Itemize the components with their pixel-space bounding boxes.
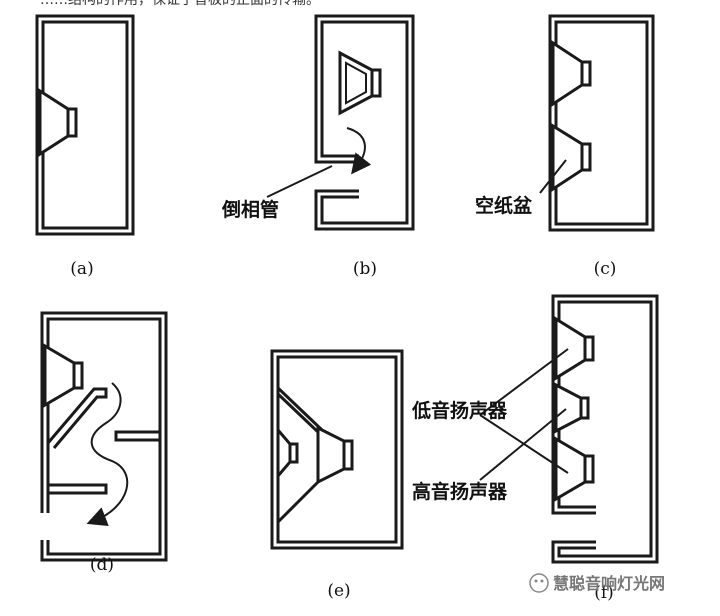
airflow-arrow-b bbox=[346, 127, 372, 175]
baffle-d-3 bbox=[48, 483, 108, 495]
speaker-f-3 bbox=[554, 436, 595, 502]
watermark-text: 慧聪音响灯光网 bbox=[553, 574, 665, 593]
panel-a: (a) bbox=[35, 14, 135, 279]
airflow-arrow-d bbox=[86, 382, 129, 526]
label-b: (b) bbox=[353, 259, 377, 279]
passive-radiator-label: 空纸盆 bbox=[475, 194, 533, 217]
panel-e: (e) bbox=[270, 349, 404, 601]
panel-f: 低音扬声器 高音扬声器 (f) bbox=[411, 294, 659, 603]
horn-e-bottom bbox=[276, 476, 324, 524]
enclosure-c-outer bbox=[548, 14, 655, 232]
speaker-d bbox=[43, 343, 84, 408]
enclosure-b-inner bbox=[320, 20, 409, 225]
speaker-f-1 bbox=[554, 316, 595, 381]
speaker-a bbox=[38, 88, 78, 157]
enclosure-f-outer bbox=[551, 294, 659, 564]
top-cutoff-text: ……结构的作用，保证了音板的正面的传输。 bbox=[40, 0, 320, 8]
speaker-e-large bbox=[316, 425, 354, 485]
baffle-d-2 bbox=[114, 430, 160, 442]
enclosure-d-outer bbox=[40, 311, 168, 562]
label-d: (d) bbox=[90, 555, 114, 575]
enclosure-e-outer bbox=[270, 349, 404, 550]
label-a: (a) bbox=[70, 259, 93, 279]
panel-b: 倒相管 (b) bbox=[221, 14, 415, 279]
enclosure-a-outer bbox=[35, 14, 135, 236]
horn-e-top-inner bbox=[276, 392, 320, 434]
label-c: (c) bbox=[594, 259, 617, 279]
port-label: 倒相管 bbox=[221, 198, 279, 221]
speaker-f-2 bbox=[554, 382, 590, 434]
horn-e-top bbox=[276, 386, 324, 432]
leader-line-passive bbox=[539, 159, 567, 194]
label-f: (f) bbox=[594, 583, 614, 603]
leader-line-woofer-1 bbox=[479, 348, 569, 416]
leader-line-tweeter bbox=[479, 408, 567, 481]
watermark: 慧聪音响灯光网 bbox=[529, 573, 665, 593]
tweeter-label: 高音扬声器 bbox=[412, 480, 508, 503]
enclosure-c-inner bbox=[554, 20, 649, 226]
enclosure-b-outer bbox=[314, 14, 415, 231]
speaker-b bbox=[338, 50, 382, 116]
speaker-c-active bbox=[551, 40, 592, 107]
leader-line-port bbox=[266, 165, 333, 198]
woofer-label: 低音扬声器 bbox=[411, 399, 508, 422]
panel-d: (d) bbox=[40, 311, 168, 575]
label-e: (e) bbox=[327, 581, 350, 601]
passive-radiator-c bbox=[551, 123, 592, 192]
wechat-icon bbox=[529, 573, 549, 593]
baffle-d-1 bbox=[46, 387, 108, 449]
panel-c: 空纸盆 (c) bbox=[475, 14, 655, 279]
speaker-e-small bbox=[276, 425, 299, 481]
